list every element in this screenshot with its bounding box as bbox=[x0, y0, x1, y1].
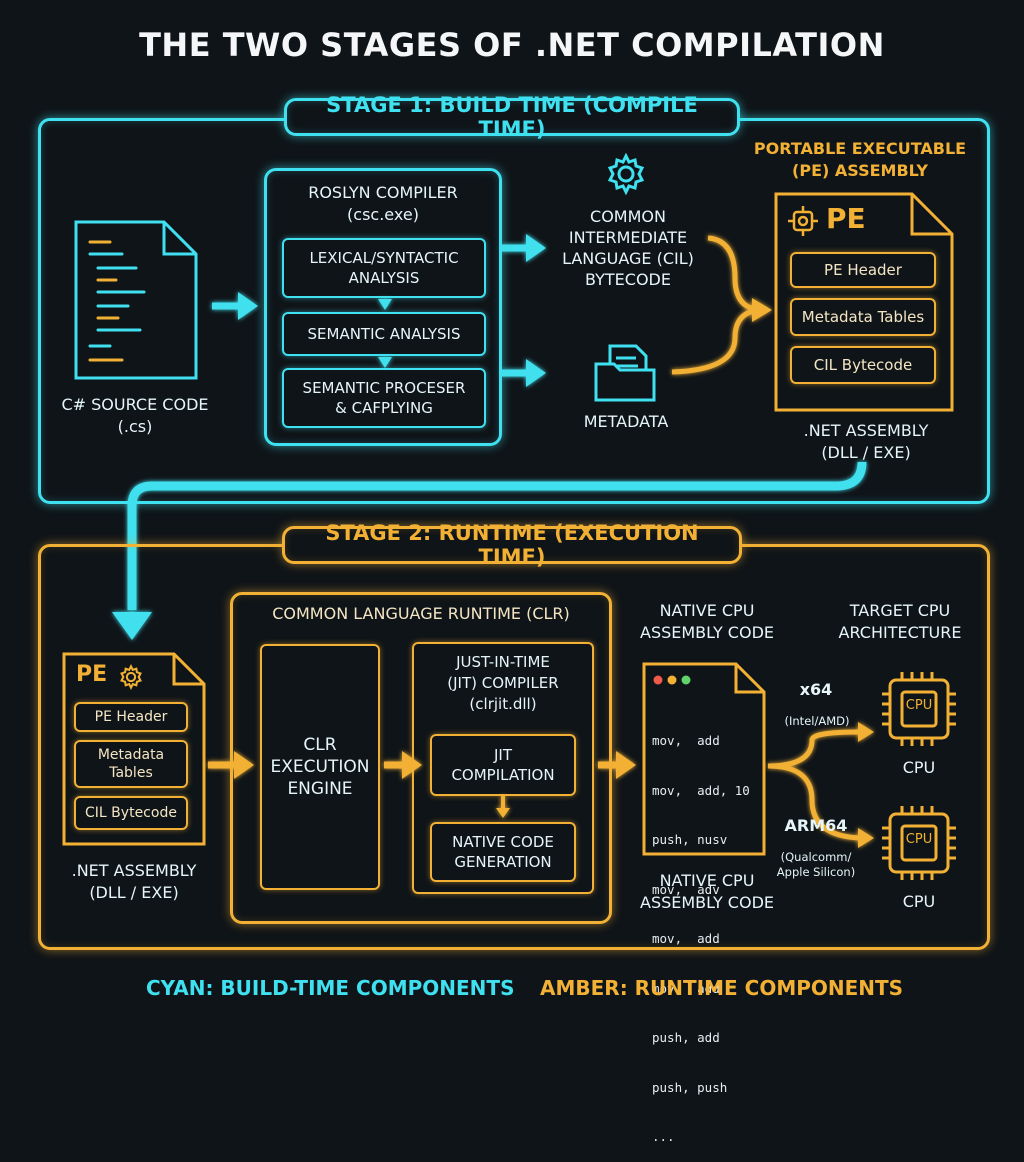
cpu-chip-label: CPU bbox=[905, 832, 933, 847]
connector-metadata-to-pe bbox=[671, 307, 761, 375]
arch-arm64-label: ARM64 bbox=[784, 816, 848, 835]
gear-icon bbox=[604, 152, 648, 196]
arrow-head bbox=[238, 292, 258, 320]
arrow-head bbox=[234, 751, 254, 779]
compiler-step-lexical: LEXICAL/SYNTACTIC ANALYSIS bbox=[282, 238, 486, 298]
clr-box bbox=[230, 592, 612, 924]
arch-arm64-vendor: (Qualcomm/ Apple Silicon) bbox=[776, 850, 856, 879]
clr-execution-engine: CLR EXECUTION ENGINE bbox=[260, 644, 380, 890]
code-line: mov, add bbox=[652, 980, 720, 996]
pe-section-cil: CIL Bytecode bbox=[74, 796, 188, 830]
arrow-head bbox=[378, 357, 392, 368]
code-line: mov, add bbox=[652, 931, 720, 946]
clr-title: COMMON LANGUAGE RUNTIME (CLR) bbox=[272, 604, 570, 623]
pe-section-header: PE Header bbox=[790, 252, 936, 288]
code-line: ... bbox=[652, 1129, 675, 1144]
connector-layer bbox=[112, 234, 874, 848]
net-assembly-caption: .NET ASSEMBLY (DLL / EXE) bbox=[803, 421, 929, 462]
code-line: mov, adv bbox=[652, 881, 720, 897]
pe-badge: PE bbox=[76, 662, 108, 687]
connector-cil-to-pe bbox=[707, 235, 761, 313]
arch-x64-vendor: (Intel/AMD) bbox=[784, 714, 850, 728]
stage2-label: STAGE 2: RUNTIME (EXECUTION TIME) bbox=[282, 521, 742, 569]
code-line: mov, add, 10 bbox=[652, 782, 750, 798]
native-code-caption: NATIVE CPU ASSEMBLY CODE bbox=[640, 871, 774, 912]
pe-section-metadata: Metadata Tables bbox=[790, 298, 936, 336]
jit-step-compilation: JIT COMPILATION bbox=[430, 734, 576, 796]
code-line: push, add bbox=[652, 1030, 720, 1045]
code-line: mov, add bbox=[652, 733, 720, 748]
arrow-head bbox=[616, 751, 636, 779]
source-file-icon bbox=[70, 218, 202, 382]
pe-section-cil: CIL Bytecode bbox=[790, 346, 936, 384]
connector-stage1-to-stage2 bbox=[127, 461, 867, 610]
target-cpu-heading: TARGET CPU ARCHITECTURE bbox=[838, 601, 962, 642]
legend-cyan: CYAN: BUILD-TIME COMPONENTS bbox=[146, 976, 515, 1000]
connector-native-to-x64 bbox=[767, 729, 861, 769]
gear-icon bbox=[118, 664, 144, 690]
arrow-head bbox=[378, 299, 392, 310]
pe-badge: PE bbox=[826, 202, 866, 235]
cpu-chip-icon bbox=[874, 670, 964, 750]
arrow-head bbox=[752, 298, 772, 322]
native-code-heading: NATIVE CPU ASSEMBLY CODE bbox=[640, 601, 774, 642]
cpu-chip-label: CPU bbox=[905, 698, 933, 713]
native-code-listing: mov, add mov, add, 10 push, nusv mov, ad… bbox=[652, 700, 764, 1162]
jit-compiler-box bbox=[412, 642, 594, 894]
code-line: push, nusv bbox=[652, 832, 728, 847]
code-line: push, push bbox=[652, 1079, 728, 1095]
source-code-label: C# SOURCE CODE (.cs) bbox=[61, 395, 209, 436]
net-assembly-caption: .NET ASSEMBLY (DLL / EXE) bbox=[71, 861, 197, 902]
connector-native-to-arm64 bbox=[767, 763, 861, 841]
pe-section-header: PE Header bbox=[74, 702, 188, 732]
page-title: THE TWO STAGES OF .NET COMPILATION bbox=[139, 26, 885, 64]
arrow-head bbox=[496, 808, 510, 818]
cpu-x64-caption: CPU bbox=[902, 758, 936, 777]
metadata-folder-icon bbox=[592, 342, 658, 404]
arrow-head bbox=[858, 722, 874, 742]
pe-section-metadata: Metadata Tables bbox=[74, 740, 188, 788]
legend-amber: AMBER: RUNTIME COMPONENTS bbox=[540, 976, 904, 1000]
compiler-step-semantic: SEMANTIC ANALYSIS bbox=[282, 312, 486, 356]
jit-step-native-generation: NATIVE CODE GENERATION bbox=[430, 822, 576, 882]
arrow-head bbox=[858, 828, 874, 848]
metadata-label: METADATA bbox=[583, 412, 669, 431]
compiler-step-processing: SEMANTIC PROCESER & CAFPLYING bbox=[282, 368, 486, 428]
native-code-document bbox=[640, 660, 768, 858]
arrow-head bbox=[112, 612, 152, 640]
jit-compiler-title: JUST-IN-TIME (JIT) COMPILER (clrjit.dll) bbox=[447, 653, 559, 713]
roslyn-compiler-title: ROSLYN COMPILER (csc.exe) bbox=[308, 183, 458, 224]
cil-bytecode-label: COMMON INTERMEDIATE LANGUAGE (CIL) BYTEC… bbox=[562, 207, 694, 289]
stage1-label: STAGE 1: BUILD TIME (COMPILE TIME) bbox=[284, 93, 740, 141]
pe-assembly-heading: PORTABLE EXECUTABLE (PE) ASSEMBLY bbox=[753, 139, 967, 180]
pe-document-icon bbox=[772, 190, 956, 414]
cpu-arm64-caption: CPU bbox=[902, 892, 936, 911]
arrow-head bbox=[526, 359, 546, 387]
cpu-chip-icon bbox=[874, 804, 964, 884]
arrow-head bbox=[526, 234, 546, 262]
roslyn-compiler-box bbox=[264, 168, 502, 446]
arch-x64-label: x64 bbox=[799, 680, 833, 699]
